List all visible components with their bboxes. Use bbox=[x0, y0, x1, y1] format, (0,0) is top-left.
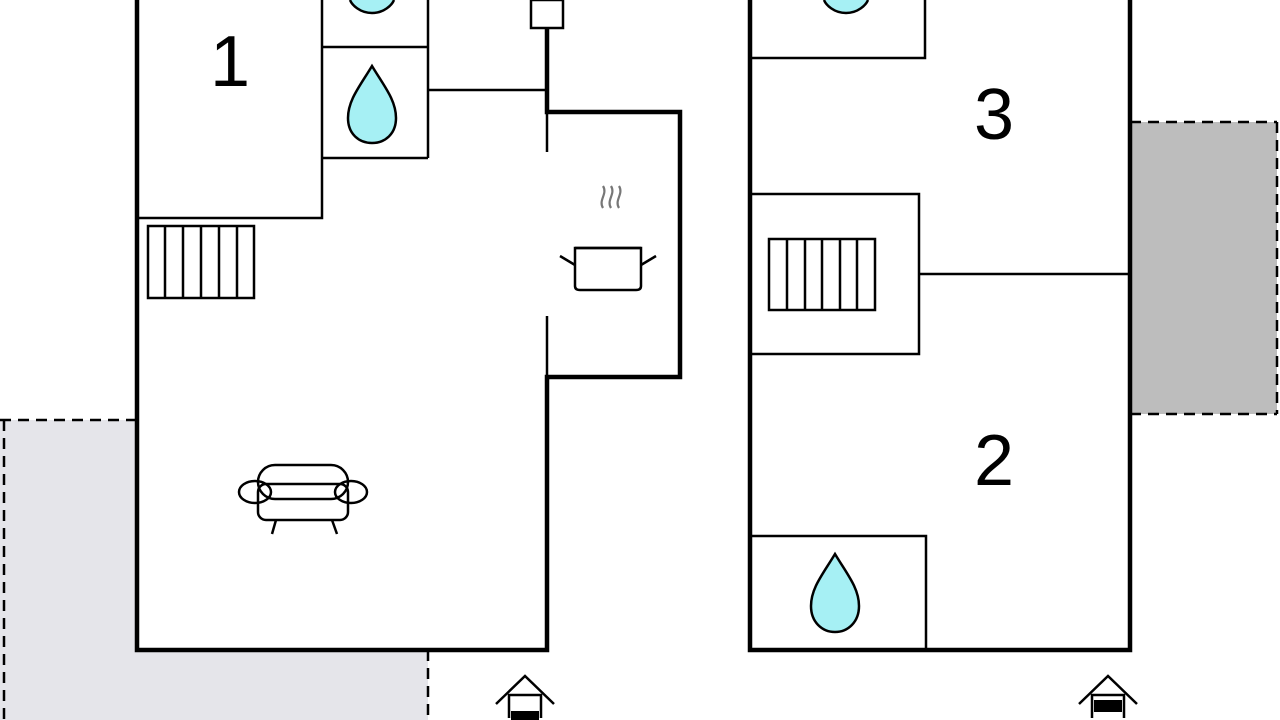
cooking-pot-icon bbox=[559, 185, 657, 292]
stairs-icon bbox=[767, 237, 877, 312]
water-drop-icon bbox=[348, 0, 396, 15]
first-floor-outer-wall bbox=[747, 0, 1133, 653]
entrance-house-icon bbox=[1078, 674, 1138, 718]
room-number-1: 1 bbox=[210, 22, 250, 102]
room-number-2: 2 bbox=[974, 421, 1014, 501]
terrace-left-area bbox=[0, 420, 428, 720]
water-drop-icon bbox=[822, 0, 870, 15]
entrance-house-icon bbox=[495, 674, 555, 720]
room-number-3: 3 bbox=[974, 75, 1014, 155]
ground-floor: 1 bbox=[134, 0, 683, 720]
sofa-icon bbox=[237, 463, 369, 535]
terrace-right bbox=[1130, 120, 1279, 416]
ground-floor-outer-wall bbox=[134, 0, 683, 653]
water-drop-icon bbox=[809, 551, 861, 634]
stairs-icon bbox=[146, 224, 256, 300]
terrace-right-area bbox=[1130, 122, 1277, 414]
water-drop-icon bbox=[346, 63, 398, 145]
first-floor: 3 2 bbox=[747, 0, 1138, 718]
terrace-left bbox=[0, 418, 430, 720]
